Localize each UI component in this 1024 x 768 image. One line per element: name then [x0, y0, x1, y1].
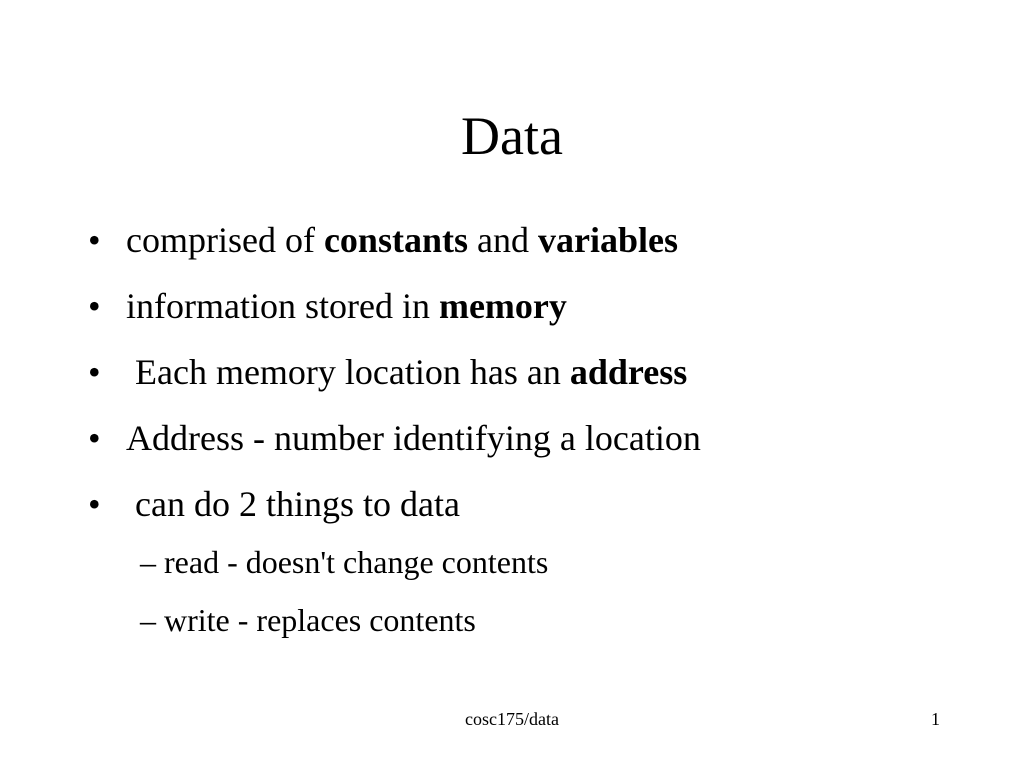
bullet-bold-text: address	[569, 352, 688, 392]
bullet-text: comprised of	[126, 220, 324, 260]
bullet-item: • comprised of constants and variables	[88, 218, 678, 262]
bullet-item: • Each memory location has an address	[88, 350, 687, 394]
bullet-bold-text: memory	[438, 286, 567, 326]
bullet-bold-text: variables	[537, 220, 678, 260]
bullet-marker: •	[88, 220, 101, 260]
bullet-text: Each memory location has an	[126, 352, 570, 392]
bullet-marker: •	[88, 484, 101, 524]
page-number: 1	[931, 709, 940, 729]
bullet-item: • can do 2 things to data	[88, 482, 460, 526]
bullet-bold-text: constants	[323, 220, 468, 260]
bullet-text: and	[467, 220, 538, 260]
bullet-marker: •	[88, 352, 101, 392]
bullet-marker: •	[88, 418, 101, 458]
bullet-text: Address - number identifying a location	[126, 418, 701, 458]
slide-title: Data	[461, 106, 563, 166]
bullet-item: • information stored in memory	[88, 284, 567, 328]
bullet-marker: •	[88, 286, 101, 326]
sub-bullet-item: – write - replaces contents	[140, 602, 476, 638]
bullet-text: can do 2 things to data	[126, 484, 460, 524]
bullet-item: • Address - number identifying a location	[88, 416, 701, 460]
footer-label: cosc175/data	[465, 709, 559, 729]
bullet-text: information stored in	[126, 286, 439, 326]
sub-bullet-item: – read - doesn't change contents	[140, 544, 549, 580]
